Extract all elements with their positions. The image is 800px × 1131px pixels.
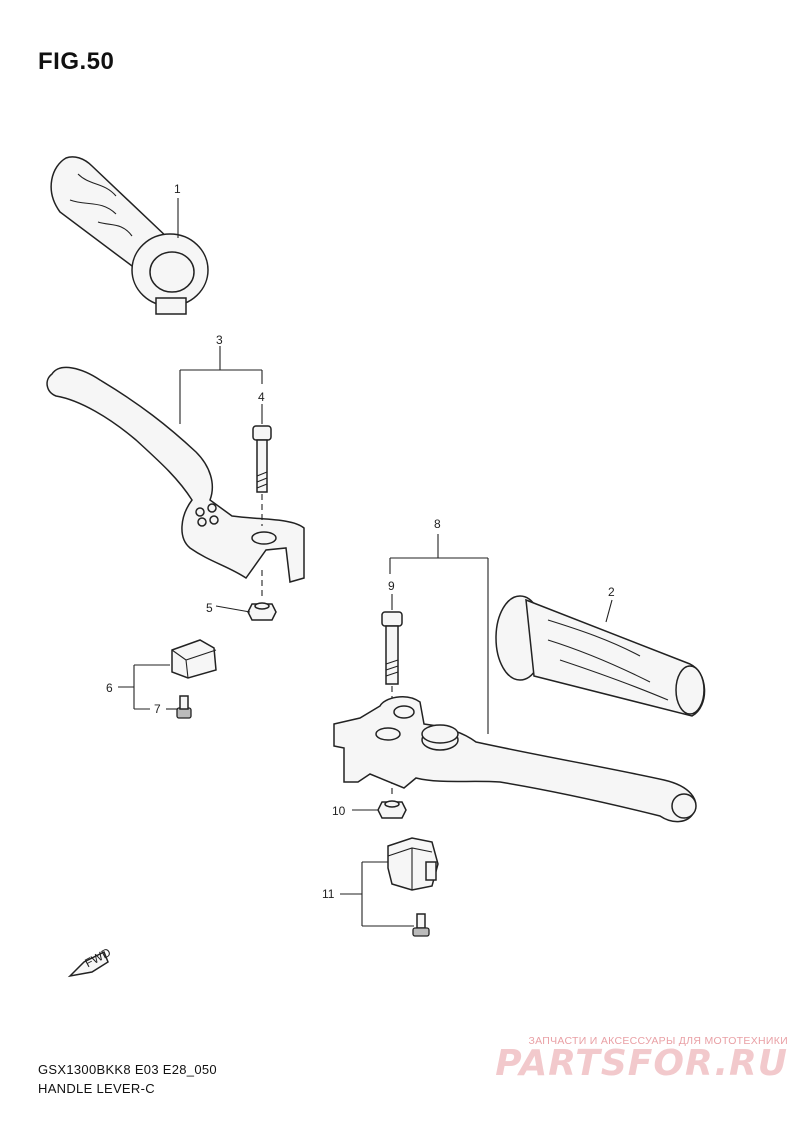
callout-11: 11: [322, 887, 335, 901]
callout-3: 3: [216, 333, 223, 347]
nut-part-10[interactable]: [377, 800, 407, 819]
bolt-part-4[interactable]: [252, 425, 272, 493]
right-grip-part-2[interactable]: [495, 595, 706, 717]
footer: GSX1300BKK8 E03 E28_050 HANDLE LEVER-C: [38, 1060, 217, 1098]
callout-10: 10: [332, 804, 346, 818]
screw-part-11[interactable]: [412, 913, 430, 937]
callout-8: 8: [434, 517, 441, 531]
model-code: GSX1300BKK8 E03 E28_050: [38, 1062, 217, 1077]
switch-part-11[interactable]: [387, 837, 439, 891]
nut-part-5[interactable]: [247, 602, 277, 621]
callout-5: 5: [206, 601, 213, 615]
watermark-tagline: ЗАПЧАСТИ И АКСЕССУАРЫ ДЛЯ МОТОТЕХНИКИ: [528, 1035, 788, 1047]
right-lever-part-8[interactable]: [333, 696, 697, 823]
left-grip-part-1[interactable]: [50, 156, 209, 315]
callout-7: 7: [154, 702, 161, 716]
bolt-part-9[interactable]: [381, 611, 403, 685]
callout-1: 1: [174, 182, 181, 196]
fwd-arrow: FWD: [67, 945, 113, 978]
watermark: ЗАПЧАСТИ И АКСЕССУАРЫ ДЛЯ МОТОТЕХНИКИ PA…: [488, 1035, 788, 1084]
figure-title: FIG.50: [38, 48, 115, 75]
section-name: HANDLE LEVER-C: [38, 1081, 155, 1096]
left-lever-part-3[interactable]: [46, 366, 305, 583]
callout-2: 2: [608, 585, 615, 599]
callout-6: 6: [106, 681, 113, 695]
screw-part-7[interactable]: [176, 695, 192, 719]
watermark-logo: PARTSFOR.RU: [495, 1043, 788, 1084]
switch-part-6[interactable]: [171, 639, 217, 679]
callout-9: 9: [388, 579, 395, 593]
callout-4: 4: [258, 390, 265, 404]
